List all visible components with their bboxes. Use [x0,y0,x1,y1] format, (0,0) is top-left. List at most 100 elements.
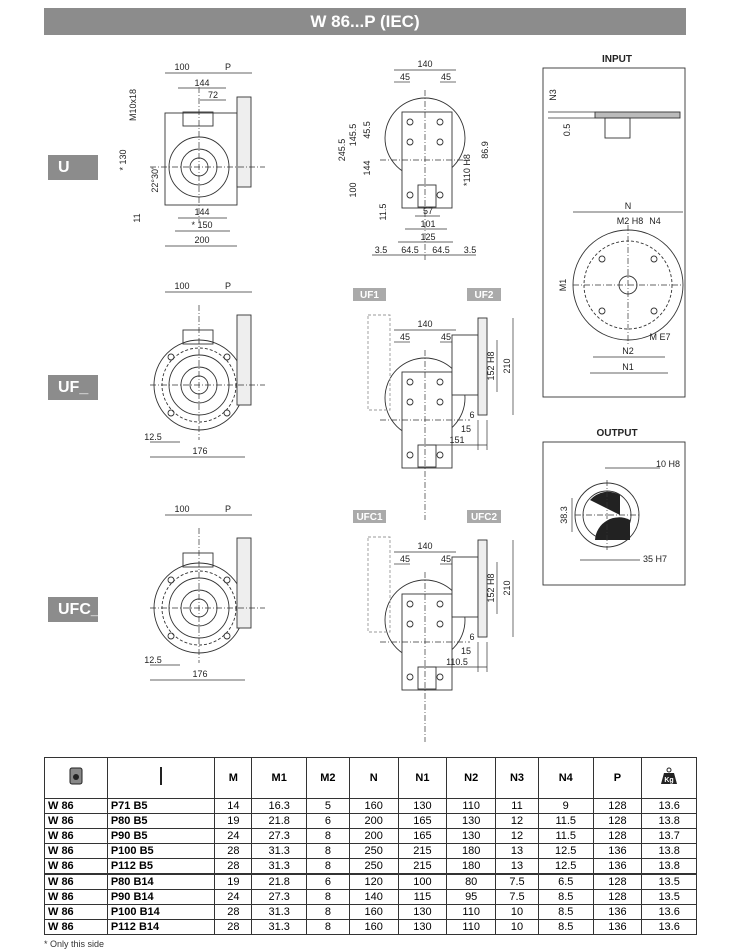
dimension-label: 12.5 [144,655,162,665]
table-cell: 110 [446,904,497,920]
dimension-label: *110 H8 [462,154,472,186]
table-cell: 24 [214,889,253,905]
table-cell: 27.3 [251,889,307,905]
table-cell: 110 [446,798,497,814]
dimension-label: 140 [417,541,432,551]
table-cell: 6 [305,873,350,890]
table-cell: 200 [348,828,399,844]
dimension-label: 200 [194,235,209,245]
table-cell: 250 [348,843,399,859]
dimension-label: P [225,281,231,291]
table-cell: 16.3 [251,798,307,814]
dimension-label: 64.5 [401,245,419,255]
bolt-hole [598,255,606,263]
bolt-hole [223,632,231,640]
dimension-label: 11.5 [378,204,388,221]
dimension-label: 3.5 [464,245,477,255]
table-cell: 13.8 [641,813,697,829]
column-header: N3 [495,757,539,799]
version-tag-ufc: UFC_ [48,597,100,622]
output-flange [477,539,488,638]
table-cell: 12.5 [537,858,594,875]
dimension-label: 101 [420,219,435,229]
dimension-label: 144 [362,160,372,175]
dimension-label: M10x18 [128,89,138,121]
dimension-label: 245.5 [337,139,347,162]
bolt-hole [436,600,444,608]
table-cell: 136 [592,904,643,920]
dimension-label: 144 [194,207,209,217]
dimension-label: P [225,62,231,72]
dimension-label: N4 [649,216,661,226]
table-cell: 160 [348,798,399,814]
table-cell: 11.5 [537,813,594,829]
bolt-hole [436,191,444,199]
bolt-hole [436,118,444,126]
version-tag-u: U [48,155,98,180]
dimension-label: 45 [400,332,410,342]
table-cell: 140 [348,889,399,905]
input-box [542,67,686,398]
dimension-label: 11 [132,213,142,222]
table-cell: 10 [495,904,539,920]
table-cell: P112 B14 [106,919,216,935]
dimension-label: 38.3 [559,506,569,524]
bolt-hole [406,118,414,126]
table-cell: 100 [397,873,448,890]
dimension-label: 6 [469,632,474,642]
table-cell: 13.6 [641,798,697,814]
table-cell: 165 [397,813,448,829]
table-cell: 130 [446,813,497,829]
dimension-label: * 150 [191,220,212,230]
table-cell: 24 [214,828,253,844]
dimension-label: 3.5 [375,245,388,255]
dimension-label: 72 [208,90,218,100]
table-cell: W 86 [44,889,108,905]
dimension-label: 15 [461,646,471,656]
shaft-icon [106,757,216,799]
dimension-label: 6 [469,410,474,420]
table-cell: 19 [214,873,253,890]
dimension-label: N1 [622,362,634,372]
dimension-label: 144 [194,78,209,88]
table-cell: W 86 [44,919,108,935]
version-tag-uf: UF_ [48,375,98,400]
dimension-label: 176 [192,446,207,456]
table-cell: 215 [397,858,448,875]
bolt-hole [650,307,658,315]
version-label: UFC1 [356,512,383,523]
dimension-label: 57 [423,206,433,216]
bolt-hole [167,632,175,640]
column-header: P [592,757,643,799]
table-cell: 31.3 [251,919,307,935]
bolt-hole [650,255,658,263]
table-cell: 13.5 [641,873,697,890]
output-title: OUTPUT [596,428,637,439]
table-cell: 28 [214,919,253,935]
version-label-box [467,510,501,523]
table-cell: 160 [348,919,399,935]
bolt-hole [406,620,414,628]
column-header: M [214,757,253,799]
dimension-label: 100 [174,504,189,514]
output-flange [477,317,488,416]
table-cell: 180 [446,843,497,859]
table-cell: 19 [214,813,253,829]
table-cell: P90 B5 [106,828,216,844]
version-label: UFC2 [471,512,498,523]
bolt-hole [406,138,414,146]
housing-outline [164,112,238,206]
table-cell: 8.5 [537,904,594,920]
dimension-label: 12.5 [144,432,162,442]
table-cell: 6.5 [537,873,594,890]
table-cell: 136 [592,858,643,875]
table-cell: 5 [305,798,350,814]
dimension-label: * 130 [118,149,128,170]
